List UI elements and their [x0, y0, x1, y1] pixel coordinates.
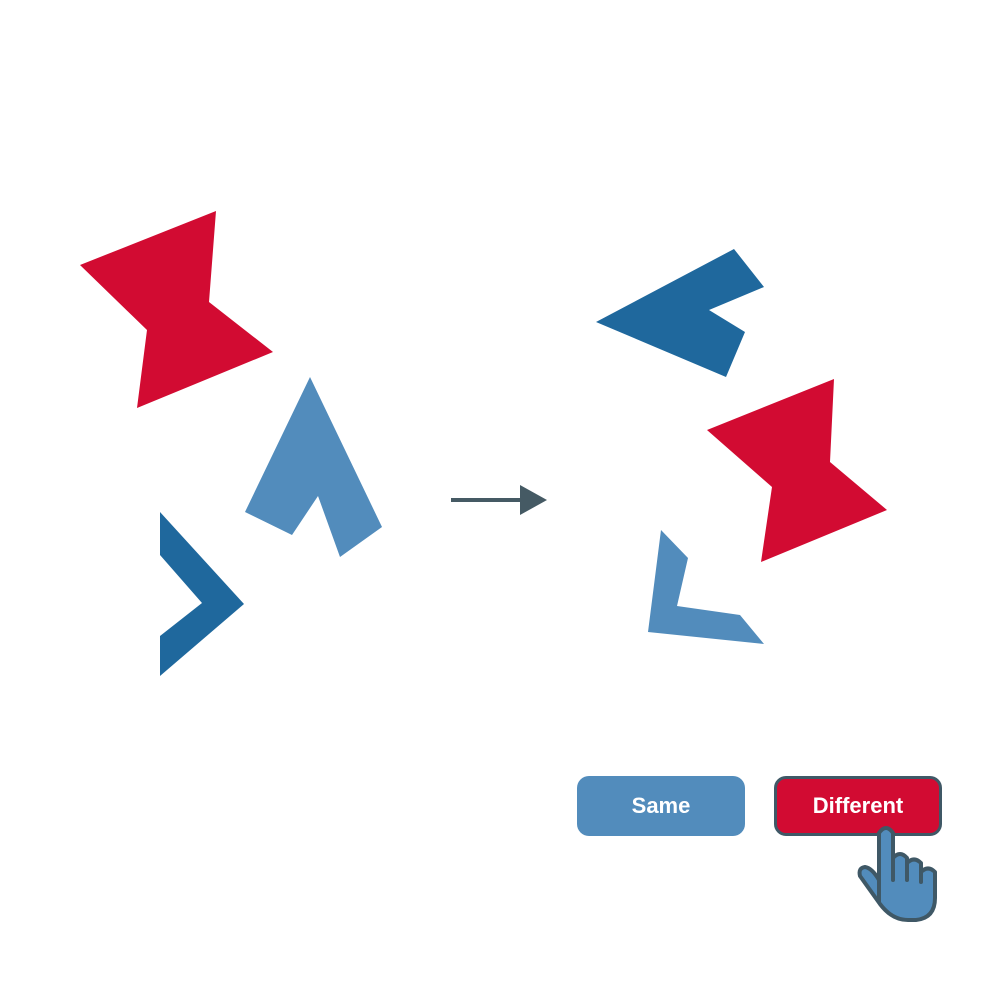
- same-button[interactable]: Same: [577, 776, 745, 836]
- right-arrow-icon: [451, 485, 547, 515]
- left-chevron-shape: [160, 512, 244, 676]
- left-bowtie-shape: [80, 211, 273, 408]
- transformed-shapes-group: [596, 249, 887, 644]
- left-arrowhead-shape: [245, 377, 382, 557]
- right-arrowhead-shape: [596, 249, 764, 377]
- right-chevron-shape: [648, 530, 764, 644]
- original-shapes-group: [80, 211, 382, 676]
- right-bowtie-shape: [707, 379, 887, 562]
- different-button[interactable]: Different: [774, 776, 942, 836]
